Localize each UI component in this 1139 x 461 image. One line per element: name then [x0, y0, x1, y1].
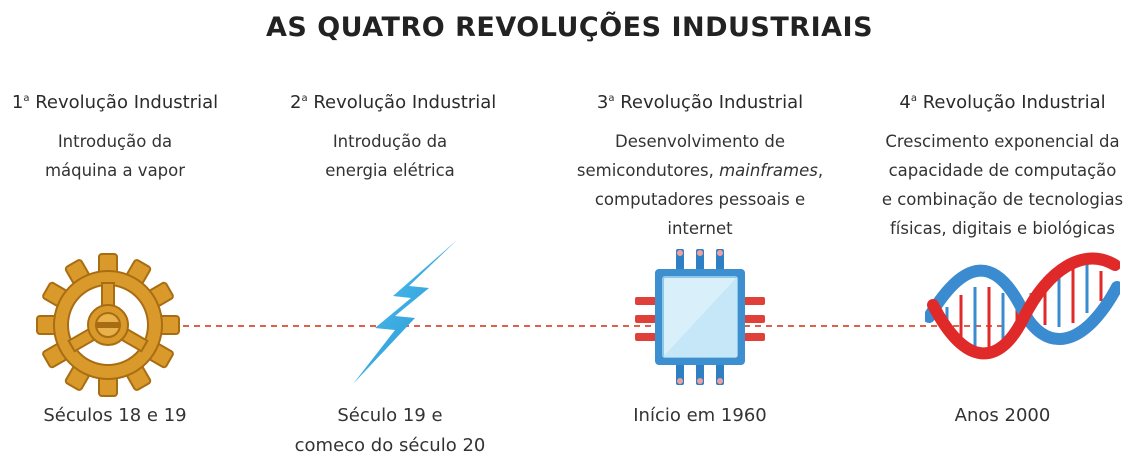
- description-line: capacidade de computação: [888, 161, 1117, 180]
- description-line: semicondutores, mainframes,: [560, 156, 840, 185]
- revolution-1-date: Séculos 18 e 19: [0, 401, 230, 431]
- revolution-4-ordinal-suffix: a: [910, 93, 917, 104]
- revolution-2-ordinal: 2: [290, 92, 302, 113]
- description-text: semicondutores,: [576, 161, 720, 180]
- revolution-1-heading: 1a Revolução Industrial: [0, 92, 230, 113]
- date-line: Início em 1960: [633, 405, 767, 426]
- description-line: físicas, digitais e biológicas: [889, 219, 1116, 238]
- lightning-bolt-icon: [353, 240, 457, 384]
- revolution-2-ordinal-suffix: a: [301, 93, 308, 104]
- revolution-1-ordinal: 1: [11, 92, 24, 113]
- revolution-4-ordinal: 4: [899, 92, 911, 113]
- revolution-3-heading-text: Revolução Industrial: [614, 92, 804, 113]
- description-line: computadores pessoais e internet: [594, 190, 806, 238]
- description-line: máquina a vapor: [44, 161, 186, 180]
- revolution-4-heading-text: Revolução Industrial: [916, 92, 1106, 113]
- revolution-2-date: Século 19 e comeco do século 20: [290, 401, 490, 461]
- microchip-icon: [635, 249, 765, 385]
- dna-icon: [925, 252, 1120, 360]
- date-line: Anos 2000: [954, 405, 1051, 426]
- revolution-3: 3a Revolução Industrial Desenvolvimento …: [560, 0, 840, 453]
- date-line: comeco do século 20: [294, 435, 486, 456]
- revolution-1-description: Introdução da máquina a vapor: [0, 127, 230, 185]
- description-line: Desenvolvimento de: [615, 132, 785, 151]
- description-line: e combinação de tecnologias: [881, 190, 1124, 209]
- description-line: Introdução da: [57, 132, 173, 151]
- revolution-1: 1a Revolução Industrial Introdução da má…: [0, 0, 230, 453]
- description-line: Crescimento exponencial da: [885, 132, 1120, 151]
- revolution-3-ordinal-suffix: a: [608, 93, 615, 104]
- revolution-4: 4a Revolução Industrial Crescimento expo…: [870, 0, 1135, 453]
- revolution-2-description: Introdução da energia elétrica: [290, 127, 490, 185]
- revolution-3-heading: 3a Revolução Industrial: [560, 92, 840, 113]
- revolution-1-heading-text: Revolução Industrial: [29, 92, 219, 113]
- description-italic: mainframes: [719, 161, 818, 180]
- revolution-2-heading: 2a Revolução Industrial: [290, 92, 496, 113]
- revolution-3-date: Início em 1960: [560, 401, 840, 431]
- revolution-2: 2a Revolução Industrial Introdução da en…: [290, 0, 496, 456]
- revolution-3-description: Desenvolvimento de semicondutores, mainf…: [560, 127, 840, 243]
- revolution-1-ordinal-suffix: a: [23, 93, 30, 104]
- revolution-3-ordinal: 3: [596, 92, 609, 113]
- gear-icon: [36, 253, 180, 397]
- revolution-4-description: Crescimento exponencial da capacidade de…: [870, 127, 1135, 243]
- revolution-4-date: Anos 2000: [870, 401, 1135, 431]
- revolution-2-heading-text: Revolução Industrial: [307, 92, 497, 113]
- page-title: AS QUATRO REVOLUÇÕES INDUSTRIAIS: [265, 12, 874, 43]
- description-text: ,: [817, 161, 824, 180]
- description-line: energia elétrica: [325, 161, 455, 180]
- date-line: Séculos 18 e 19: [43, 405, 187, 426]
- date-line: Século 19 e: [337, 405, 443, 426]
- description-line: Introdução da: [332, 132, 448, 151]
- revolution-4-heading: 4a Revolução Industrial: [870, 92, 1135, 113]
